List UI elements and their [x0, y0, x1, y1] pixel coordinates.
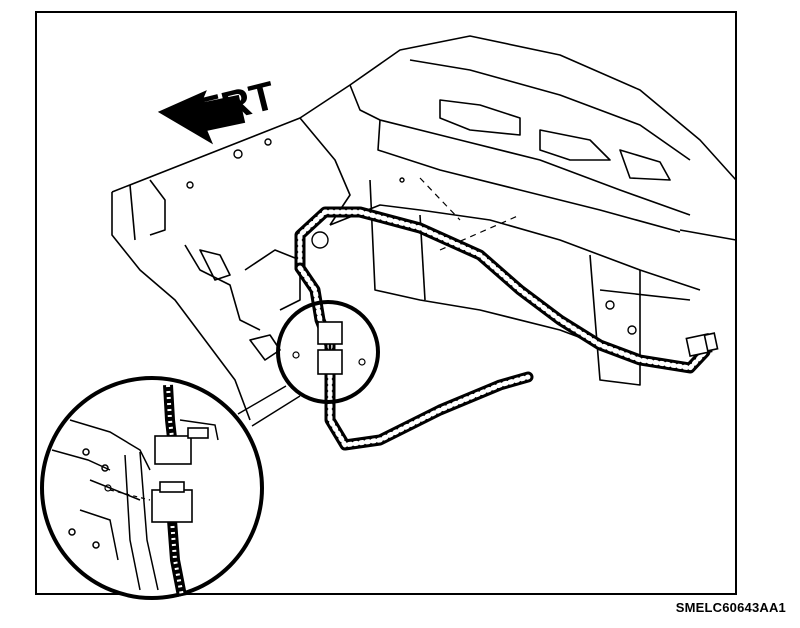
hole [104, 484, 112, 492]
connector-lock [159, 481, 185, 493]
hole [233, 149, 243, 159]
connector-body [151, 489, 193, 523]
figure-code: SMELC60643AA1 [675, 600, 786, 615]
hole [82, 448, 90, 456]
leader-line [237, 385, 301, 427]
front-direction-indicator: FRT [157, 74, 279, 145]
connector-body [317, 321, 343, 345]
magnified-inset [40, 376, 264, 600]
frt-label: FRT [193, 74, 279, 136]
detail-marker [237, 300, 380, 427]
hole [358, 358, 366, 366]
arrow-left-icon [157, 90, 246, 145]
hole [186, 181, 194, 189]
vehicle-body-structure [111, 35, 737, 421]
hole [101, 464, 109, 472]
detail-circle-small [276, 300, 380, 404]
connector-lock [187, 427, 209, 439]
hole [92, 541, 100, 549]
hole [68, 528, 76, 536]
hole [311, 231, 329, 249]
hole [627, 325, 637, 335]
connector-body [703, 332, 719, 352]
mating-dashed-line [109, 489, 151, 501]
hole [399, 177, 405, 183]
mounting-holes [186, 138, 637, 335]
inset-harness [163, 384, 177, 439]
connector-body [317, 349, 343, 375]
harness-end-connector [685, 332, 719, 358]
connector-body [154, 435, 192, 465]
hole [605, 300, 615, 310]
wiring-harness [294, 206, 711, 451]
hole [292, 351, 300, 359]
hole [264, 138, 272, 146]
diagram-frame [35, 11, 737, 595]
